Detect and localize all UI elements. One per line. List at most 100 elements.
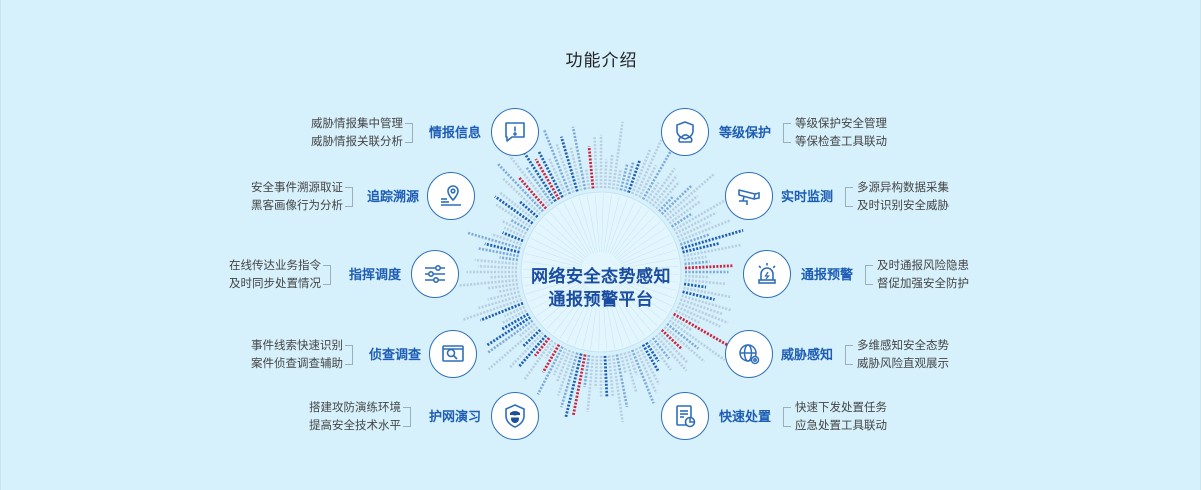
guide-ray (620, 274, 679, 283)
feature-desc: 快速下发处置任务 应急处置工具联动 (795, 400, 887, 432)
guide-ray (617, 227, 666, 261)
guide-ray (620, 257, 678, 269)
burst-ray (648, 167, 676, 205)
feature-drill[interactable]: 搭建攻防演练环境 提高安全技术水平 护网演习 (291, 392, 541, 442)
guide-ray (553, 287, 590, 334)
feature-command[interactable]: 在线传达业务指令 及时同步处置情况 指挥调度 (181, 250, 461, 300)
feature-monitor[interactable]: 实时监测 多源异构数据采集 及时识别安全威胁 (725, 172, 975, 222)
feature-desc: 在线传达业务指令 及时同步处置情况 (229, 258, 321, 290)
guide-ray (611, 205, 643, 256)
burst-ray (517, 175, 548, 210)
burst-ray (478, 294, 521, 310)
burst-ray (498, 190, 536, 222)
guide-ray (616, 283, 663, 320)
message-alert-icon (491, 108, 539, 156)
guide-ray (526, 277, 582, 295)
feature-perceive[interactable]: 威胁感知 多维感知安全态势 威胁风险直观展示 (725, 330, 975, 380)
guide-ray (559, 288, 591, 339)
burst-ray (559, 136, 579, 192)
feature-dispose[interactable]: 快速处置 快速下发处置任务 应急处置工具联动 (661, 392, 911, 442)
guide-ray (534, 230, 585, 262)
feature-investigate[interactable]: 事件线索快速识别 案件侦查调查辅助 侦查调查 (201, 330, 479, 380)
guide-ray (556, 207, 590, 256)
burst-ray (517, 334, 548, 368)
guide-ray (530, 237, 584, 264)
guide-ray (574, 290, 595, 346)
burst-ray (501, 219, 527, 235)
burst-ray (655, 181, 681, 210)
burst-ray (571, 126, 587, 190)
burst-ray (458, 278, 518, 287)
feature-desc: 搭建攻防演练环境 提高安全技术水平 (309, 400, 401, 432)
shield-cloud-icon (661, 108, 709, 156)
guide-ray (586, 195, 598, 253)
feature-warning[interactable]: 通报预警 及时通报风险隐患 督促加强安全防护 (743, 250, 993, 300)
burst-ray (684, 264, 734, 270)
guide-ray (618, 234, 670, 263)
burst-ray (658, 195, 675, 213)
burst-ray (611, 121, 624, 190)
burst-ray (518, 200, 539, 219)
feature-level[interactable]: 等级保护 等级保护安全管理 等保检查工具联动 (661, 108, 911, 158)
feature-desc: 多维感知安全态势 威胁风险直观展示 (857, 338, 949, 370)
burst-ray (670, 316, 693, 332)
guide-ray (620, 272, 680, 275)
burst-ray (537, 151, 564, 198)
feature-intel[interactable]: 威胁情报集中管理 威胁情报关联分析 情报信息 (301, 108, 541, 158)
guide-ray (598, 291, 601, 351)
burst-ray (501, 176, 542, 215)
burst-ray (564, 353, 583, 419)
burst-ray (525, 167, 554, 205)
burst-ray (484, 242, 520, 254)
burst-ray (615, 354, 629, 408)
feature-desc: 安全事件溯源取证 黑客画像行为分析 (251, 180, 343, 212)
guide-ray (619, 242, 674, 265)
burst-ray (533, 337, 551, 357)
guide-ray (571, 199, 594, 254)
burst-ray (503, 226, 526, 239)
guide-ray (619, 278, 675, 299)
burst-ray (676, 305, 721, 328)
guide-ray (582, 291, 597, 348)
burst-ray (543, 129, 572, 195)
burst-ray (603, 355, 609, 397)
burst-ray (675, 309, 701, 325)
burst-ray (684, 274, 709, 279)
feature-title: 等级保护 (719, 126, 772, 141)
burst-ray (555, 349, 572, 383)
guide-ray (539, 224, 586, 261)
burst-ray (587, 146, 595, 189)
feature-trace[interactable]: 安全事件溯源取证 黑客画像行为分析 追踪溯源 (201, 172, 477, 222)
burst-ray (663, 173, 715, 218)
burst-ray (593, 135, 599, 189)
burst-ray (556, 350, 575, 397)
feature-title: 情报信息 (428, 126, 481, 141)
burst-ray (467, 231, 521, 250)
center-circle (520, 191, 682, 353)
alarm-light-icon (743, 250, 791, 298)
globe-gear-icon (725, 330, 773, 378)
burst-ray (583, 354, 591, 388)
feature-desc: 等级保护安全管理 等保检查工具联动 (795, 116, 887, 148)
feature-desc: 及时通报风险隐患 督促加强安全防护 (877, 258, 969, 290)
guide-ray (536, 283, 585, 317)
guide-ray (613, 287, 652, 332)
burst-ray (668, 319, 726, 362)
burst-ray (684, 278, 726, 286)
burst-ray (499, 256, 519, 262)
guide-ray (524, 275, 582, 287)
location-pin-icon (427, 172, 475, 220)
burst-ray (651, 337, 671, 360)
burst-ray (594, 355, 599, 388)
guide-ray (618, 280, 672, 307)
burst-ray (488, 282, 519, 290)
burst-ray (508, 154, 551, 207)
feature-title: 指挥调度 (348, 268, 401, 283)
burst-ray (487, 290, 520, 301)
guide-ray (617, 282, 668, 314)
burst-ray (630, 349, 655, 404)
burst-ray (623, 162, 635, 192)
burst-ray (645, 341, 660, 363)
